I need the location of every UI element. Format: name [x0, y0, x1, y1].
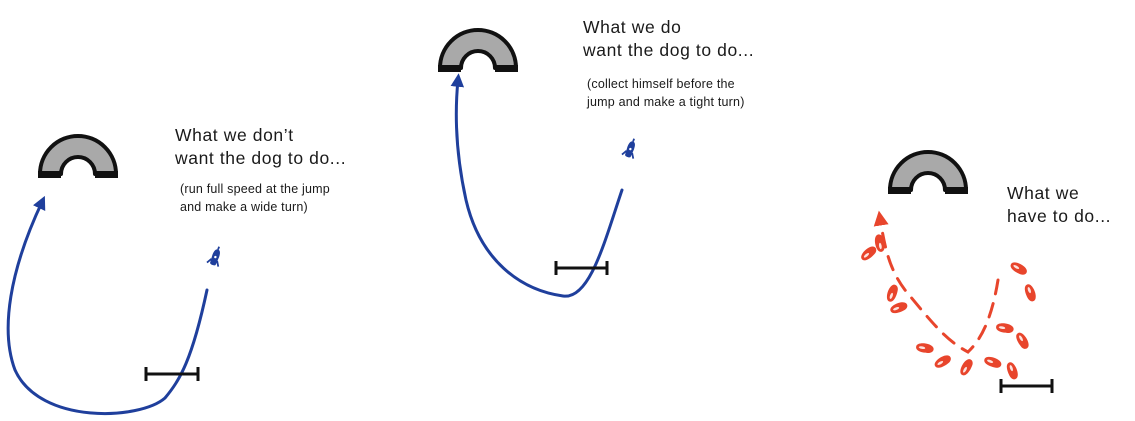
heading-line: want the dog to do... [583, 39, 754, 62]
dog-path [456, 80, 622, 296]
dog-icon [207, 245, 225, 267]
heading-line: want the dog to do... [175, 147, 346, 170]
footprint-icon [859, 244, 879, 262]
note-line: (collect himself before the [587, 75, 745, 93]
footprint-icon [1023, 283, 1038, 303]
note-line: jump and make a tight turn) [587, 93, 745, 111]
footprint-icon [995, 322, 1014, 334]
u-shaped-jump-icon [438, 30, 518, 72]
heading-line: What we do [583, 16, 754, 39]
footprint-icon [1005, 361, 1020, 381]
dog-path [8, 202, 207, 414]
u-shaped-jump-icon [38, 136, 118, 178]
u-shaped-jump-icon [888, 152, 968, 194]
footprint-icon [889, 300, 909, 315]
footprint-icon [983, 355, 1003, 370]
heading-line: What we don’t [175, 124, 346, 147]
heading-line: What we [1007, 182, 1111, 205]
panel-do-heading: What we do want the dog to do... [583, 16, 754, 62]
panel-do-note: (collect himself before the jump and mak… [587, 75, 745, 111]
heading-line: have to do... [1007, 205, 1111, 228]
footprint-icon [933, 353, 953, 370]
panel-have-heading: What we have to do... [1007, 182, 1111, 228]
footprint-icon [958, 357, 975, 377]
note-line: and make a wide turn) [180, 198, 330, 216]
footprint-icon [1014, 331, 1031, 351]
dog-icon [622, 137, 640, 159]
footprint-icon [915, 342, 934, 354]
footprint-icon [1009, 260, 1029, 277]
handler-path [880, 218, 998, 352]
note-line: (run full speed at the jump [180, 180, 330, 198]
footprints [859, 234, 1038, 381]
panel-dont-note: (run full speed at the jump and make a w… [180, 180, 330, 216]
footprint-icon [885, 283, 900, 303]
panel-do [438, 30, 640, 296]
panel-dont-heading: What we don’t want the dog to do... [175, 124, 346, 170]
panel-dont [8, 136, 225, 414]
